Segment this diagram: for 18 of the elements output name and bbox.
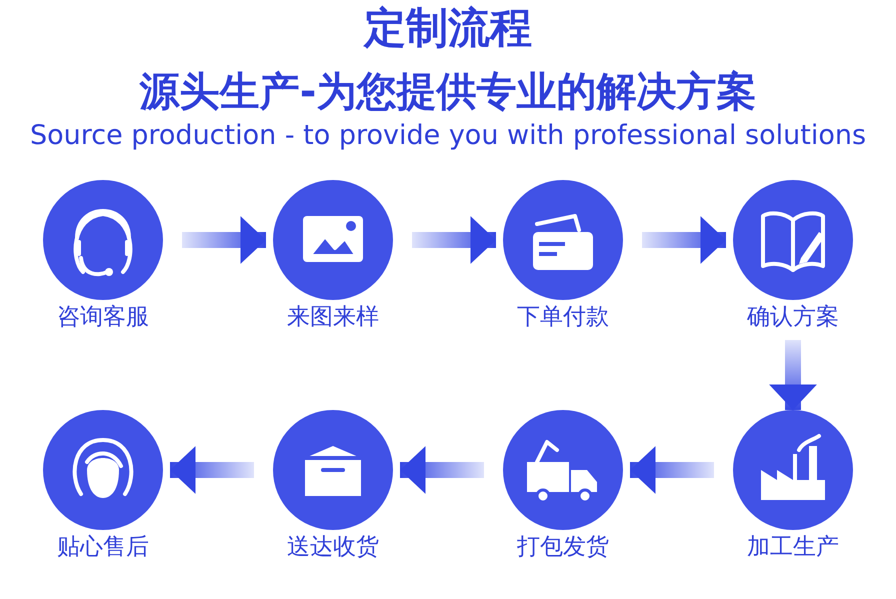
arrow (412, 216, 496, 264)
step-label: 确认方案 (746, 304, 840, 330)
step-label: 来图来样 (286, 304, 380, 330)
arrow (170, 446, 254, 494)
title: 定制流程 (362, 2, 533, 54)
step-label: 打包发货 (516, 534, 610, 560)
subtitle: Source production - to provide you with professional solutions (28, 120, 868, 151)
arrow (630, 446, 714, 494)
subtitle: 源头生产-为您提供专业的解决方案 (138, 68, 758, 117)
step-label: 贴心售后 (56, 534, 150, 560)
step-label: 咨询客服 (56, 304, 150, 330)
step-label: 加工生产 (746, 534, 840, 560)
arrow (400, 446, 484, 494)
step-label: 送达收货 (286, 534, 380, 560)
arrow (769, 340, 817, 410)
step-label: 下单付款 (516, 304, 610, 330)
arrow (642, 216, 726, 264)
arrow (182, 216, 266, 264)
